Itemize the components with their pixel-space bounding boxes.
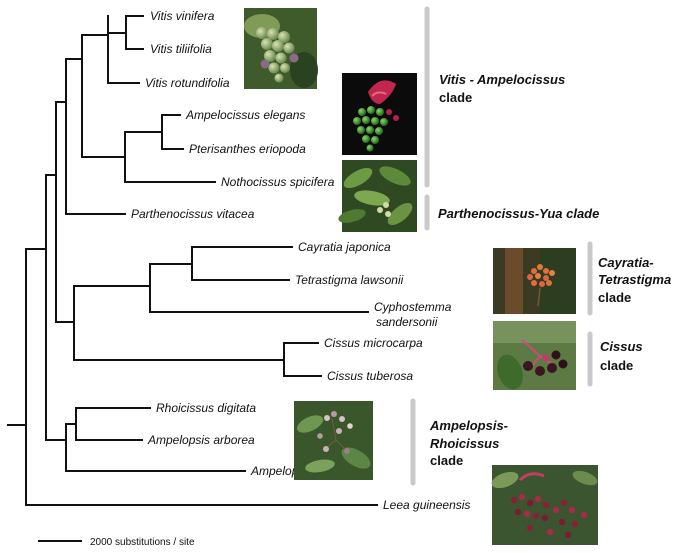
scale-bar: 2000 substitutions / site [38,537,195,548]
scale-bar-label: 2000 substitutions / site [90,537,195,548]
clade-label-cayratia-tetrastigma: Cayratia- [598,255,654,270]
tip-label-cissus-microcarpa: Cissus microcarpa [324,336,423,350]
photo-ampelopsis-berries [294,401,373,480]
clade-label-cissus: Cissus [600,339,643,354]
tip-label-cyphostemma-sandersonii: Cyphostemma [374,300,452,314]
clade-label-ampelopsis-rhoicissus: Ampelopsis- [429,418,508,433]
clade-label-vitis-ampelocissus-line2: clade [439,90,472,105]
tip-label-pterisanthes-eriopoda: Pterisanthes eriopoda [189,142,306,156]
tip-label-leea-guineensis: Leea guineensis [383,498,470,512]
tip-label-ampelocissus-elegans: Ampelocissus elegans [185,108,305,122]
tip-label-ampelopsis-arborea: Ampelopsis arborea [147,433,255,447]
clade-label-cayratia-tetrastigma-line2: Tetrastigma [598,272,671,287]
clade-label-vitis-ampelocissus: Vitis - Ampelocissus [439,72,565,87]
tip-label-cyphostemma-sandersonii-line2: sandersonii [376,315,438,329]
clade-label-cayratia-tetrastigma-line3: clade [598,290,631,305]
tip-label-tetrastigma-lawsonii: Tetrastigma lawsonii [295,273,404,287]
tip-label-rhoicissus-digitata: Rhoicissus digitata [156,401,256,415]
clade-label-ampelopsis-rhoicissus-line3: clade [430,453,463,468]
clade-bars [410,6,593,486]
tip-label-nothocissus-spicifera: Nothocissus spicifera [221,175,335,189]
tree-branches [7,15,378,506]
clade-label-parthenocissus-yua: Parthenocissus-Yua clade [438,206,599,221]
tip-label-cayratia-japonica: Cayratia japonica [298,240,391,254]
photo-vitis-grapes [244,8,318,89]
tip-label-parthenocissus-vitacea: Parthenocissus vitacea [131,207,255,221]
photo-ampelocissus-berries [342,73,417,155]
photo-leea-clusters [491,465,598,545]
clade-labels: Vitis - Ampelocissus clade Parthenocissu… [429,72,671,468]
clade-label-ampelopsis-rhoicissus-line2: Rhoicissus [430,436,499,451]
photo-cayratia-flowers [493,248,576,314]
tip-label-cissus-tuberosa: Cissus tuberosa [327,369,413,383]
clade-label-cissus-line2: clade [600,358,633,373]
photo-parthenocissus-leaves [338,160,417,232]
tip-label-vitis-tiliifolia: Vitis tiliifolia [150,42,212,56]
photo-cissus-berries [493,321,576,390]
tip-label-vitis-rotundifolia: Vitis rotundifolia [145,76,230,90]
tip-label-vitis-vinifera: Vitis vinifera [150,9,215,23]
